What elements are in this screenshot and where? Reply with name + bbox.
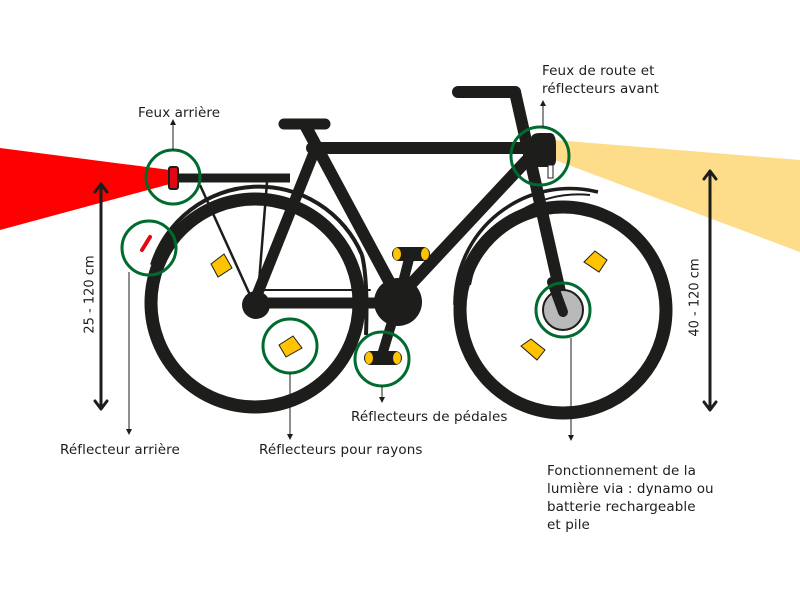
label-lighting-line1: Fonctionnement de la xyxy=(547,463,697,479)
front-wheel xyxy=(453,186,673,420)
pedal-icon xyxy=(392,247,430,261)
highlight-front-light xyxy=(509,125,571,187)
label-rear-light: Feux arrière xyxy=(138,105,221,121)
label-rear-reflector: Réflecteur arrière xyxy=(60,442,180,458)
rear-reflector-icon xyxy=(140,235,152,252)
front-light-icon xyxy=(531,133,556,179)
spoke-reflector-icon xyxy=(583,250,608,273)
front-height-measurement: 40 - 120 cm xyxy=(687,258,703,337)
front-light-beam xyxy=(555,140,800,252)
spoke-reflector-icon xyxy=(520,338,546,361)
highlight-rear-reflector xyxy=(120,219,178,277)
label-pedal-reflectors: Réflecteurs de pédales xyxy=(351,409,508,425)
rear-light-beam xyxy=(0,148,170,230)
spoke-reflector-icon xyxy=(210,253,233,278)
spoke-reflector-icon xyxy=(278,335,303,358)
front-height-arrow xyxy=(702,169,718,412)
label-spoke-reflectors: Réflecteurs pour rayons xyxy=(259,442,423,458)
label-lighting-line2: lumière via : dynamo ou xyxy=(547,481,714,497)
pedal-icon xyxy=(364,351,402,365)
label-lighting-line3: batterie rechargeable xyxy=(547,499,696,515)
rear-height-measurement: 25 - 120 cm xyxy=(82,255,98,334)
label-lighting-line4: et pile xyxy=(547,517,590,533)
rear-height-arrow xyxy=(93,182,109,411)
label-front-light-line1: Feux de route et xyxy=(542,63,655,79)
label-lighting-operation: Fonctionnement de la lumière via : dynam… xyxy=(547,462,747,534)
bicycle-frame xyxy=(178,86,569,311)
label-front-light: Feux de route et réflecteurs avant xyxy=(542,62,659,98)
label-front-light-line2: réflecteurs avant xyxy=(542,81,659,97)
rear-hub xyxy=(242,291,270,319)
rear-light-icon xyxy=(168,166,179,190)
highlight-hub-dynamo xyxy=(534,281,592,339)
leader-lines xyxy=(126,100,574,441)
